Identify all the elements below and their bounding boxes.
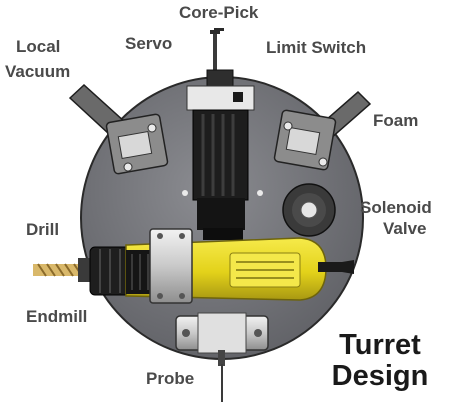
local-vacuum-label-line2: Vacuum (5, 62, 71, 81)
solenoid-valve (282, 183, 336, 237)
solenoid-valve-label-line2: Valve (383, 219, 427, 238)
probe-assembly (175, 312, 269, 402)
title-line2: Design (331, 360, 429, 392)
drill-label: Drill (26, 220, 60, 239)
foam-label: Foam (373, 111, 419, 130)
drill-clamp (149, 228, 193, 304)
servo-motor-assembly (186, 69, 255, 240)
drill-bit (33, 258, 93, 282)
limit-switch-label: Limit Switch (266, 38, 367, 57)
core-pick-label: Core-Pick (179, 3, 259, 22)
probe-label: Probe (146, 369, 195, 388)
endmill-label: Endmill (26, 307, 88, 326)
core-pick-rod (210, 28, 224, 72)
title-line1: Turret (339, 329, 421, 361)
local-vacuum-label-line1: Local (16, 37, 61, 56)
servo-label: Servo (125, 34, 173, 53)
solenoid-valve-label-line1: Solenoid (360, 198, 432, 217)
drill-chuck (89, 246, 131, 296)
foam-nozzle (273, 90, 372, 171)
diagram-title: Turret Design (322, 330, 438, 392)
local-vacuum-nozzle (68, 83, 169, 175)
